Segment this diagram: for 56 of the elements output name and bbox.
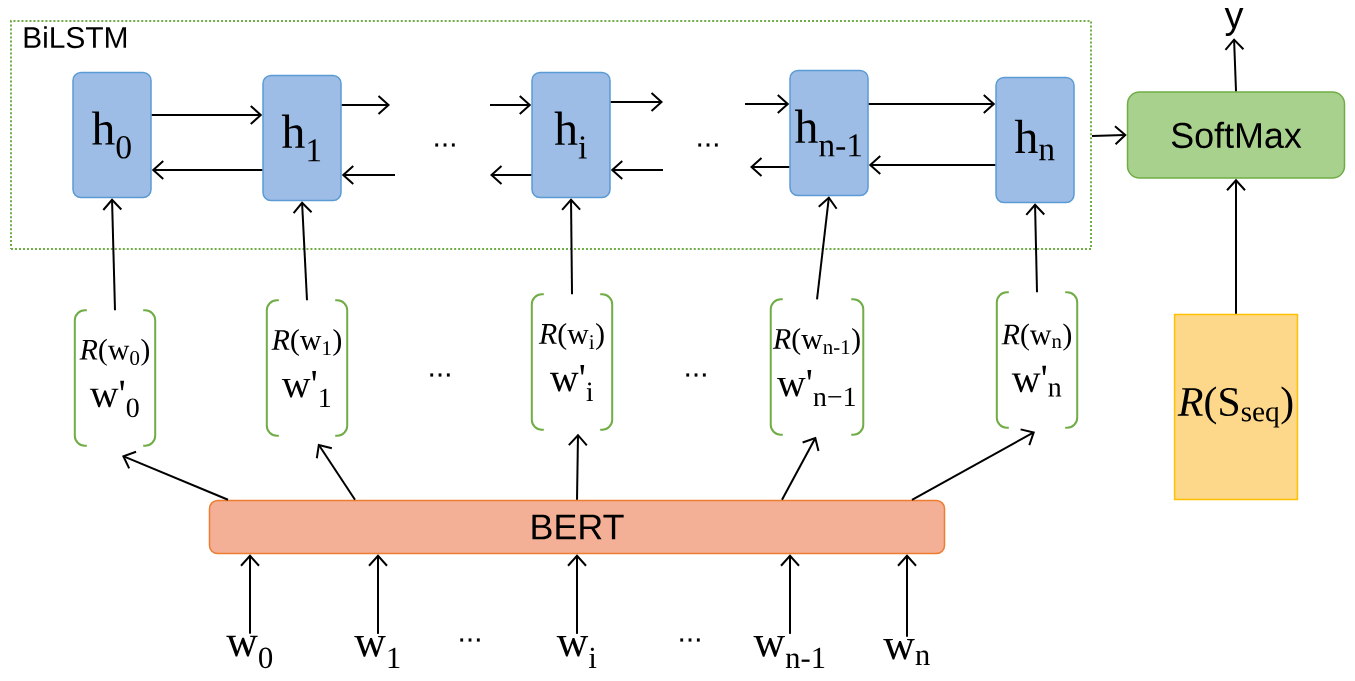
vector-bracket: R(w$_{n-1}$) w'$_{n−1}$ (769, 298, 865, 436)
arrow (489, 95, 532, 115)
sequence-box: R(S$_{seq}$) (1173, 313, 1299, 501)
softmax-box: SoftMax (1126, 91, 1346, 179)
hidden-state-box: h$_{n-1}$ (789, 69, 869, 197)
ellipsis: ... (698, 143, 718, 147)
output-label: y (1224, 8, 1244, 36)
hidden-state-box: h$_{0}$ (72, 71, 152, 199)
arrow (1224, 38, 1245, 93)
encoder-bar: BERT (208, 499, 946, 555)
hidden-state-box: h$_{i}$ (531, 71, 611, 199)
ellipsis: ... (430, 373, 450, 377)
arrow (867, 94, 996, 114)
arrow (610, 160, 664, 180)
vector-bracket: R(w$_{0}$) w'$_{0}$ (73, 309, 157, 447)
arrow (780, 554, 800, 635)
arrow (150, 105, 263, 125)
ellipsis: ... (435, 143, 455, 147)
arrow (816, 196, 838, 301)
arrow (340, 95, 390, 115)
vector-bracket: R(w$_{1}$) w'$_{1}$ (265, 299, 349, 437)
input-word: w$_{i}$ (556, 636, 597, 668)
arrow (567, 433, 588, 501)
arrow (1025, 203, 1046, 294)
arrow (781, 436, 820, 501)
vector-bracket: R(w$_{n}$) w'$_{n}$ (995, 291, 1079, 429)
ellipsis: ... (680, 638, 700, 642)
arrow (897, 554, 917, 638)
vector-bracket: R(w$_{i}$) w'$_{i}$ (530, 293, 614, 431)
arrow (292, 201, 313, 302)
arrow (240, 554, 260, 635)
frame-heading: BiLSTM (24, 26, 127, 49)
arrow (744, 94, 790, 114)
arrow (750, 157, 791, 177)
hidden-state-box: h$_{1}$ (262, 74, 342, 202)
arrow (561, 198, 582, 296)
arrow (368, 554, 388, 635)
arrow (868, 155, 997, 175)
input-word: w$_{n-1}$ (753, 636, 825, 668)
arrow (315, 443, 356, 501)
arrow (567, 554, 587, 635)
input-word: w$_{n}$ (883, 639, 930, 666)
arrow (102, 198, 123, 312)
arrow (151, 160, 264, 180)
arrow (1226, 178, 1246, 315)
arrow (911, 428, 1035, 501)
arrow (341, 165, 396, 185)
hidden-state-box: h$_{n}$ (995, 76, 1075, 204)
arrow (490, 165, 533, 185)
ellipsis: ... (686, 373, 706, 377)
arrow (122, 450, 229, 501)
input-word: w$_{1}$ (354, 636, 400, 668)
ellipsis: ... (460, 638, 480, 642)
input-word: w$_{0}$ (226, 635, 273, 669)
arrow (1091, 125, 1127, 146)
arrow (609, 92, 663, 112)
